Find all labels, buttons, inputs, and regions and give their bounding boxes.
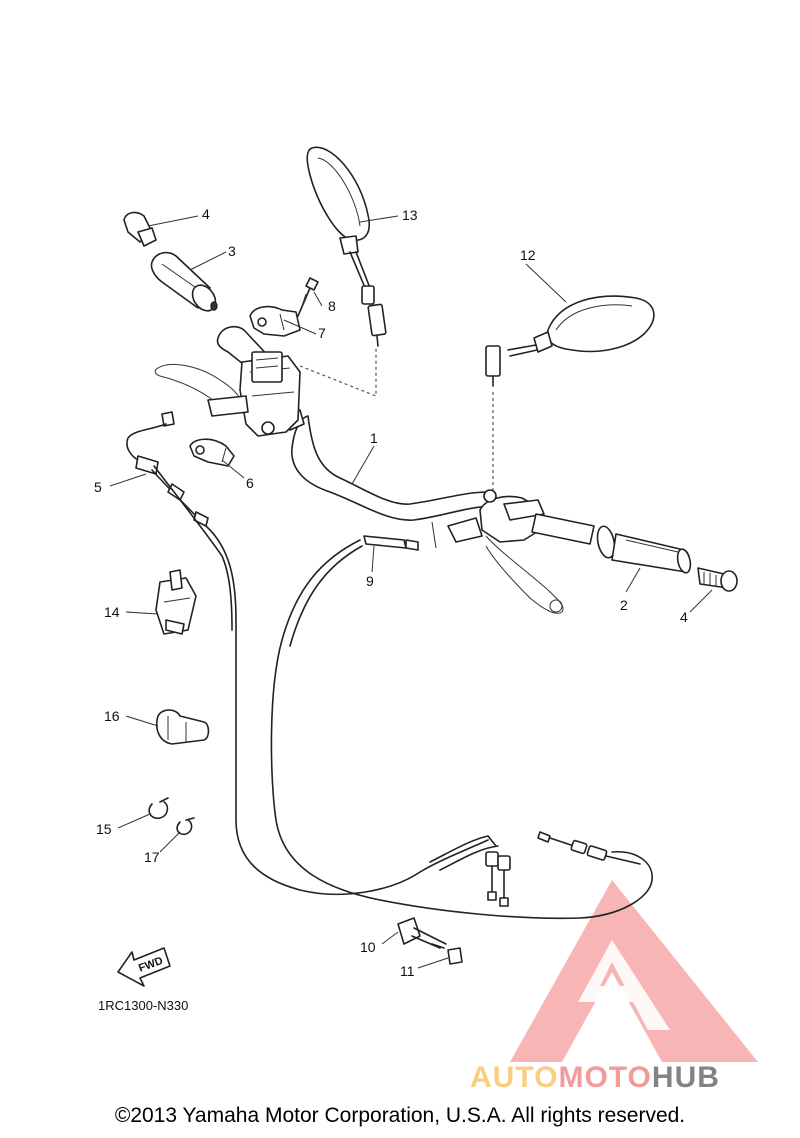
callout-4-right: 4 [680, 609, 688, 625]
right-brake-assembly [431, 489, 595, 614]
logo-word-auto: AUTO [470, 1061, 558, 1094]
callout-2: 2 [620, 597, 628, 613]
callout-15: 15 [96, 821, 112, 837]
part-15-clip [148, 797, 169, 820]
callout-8: 8 [328, 298, 336, 314]
callout-10: 10 [360, 939, 376, 955]
part-4-left-bar-end [123, 211, 157, 247]
logo-word-moto: MOTO [558, 1061, 651, 1094]
handlebar-cable-diagram: AUTOMOTOHUB [94, 146, 758, 1094]
part-11-bolt [431, 943, 463, 965]
callout-16: 16 [104, 708, 120, 724]
part-13-left-mirror [306, 146, 387, 347]
left-switch-assembly [154, 325, 377, 437]
part-5-clutch-cable [126, 411, 489, 896]
callout-12: 12 [520, 247, 536, 263]
copyright-notice: ©2013 Yamaha Motor Corporation, U.S.A. A… [114, 1104, 686, 1127]
callout-14: 14 [104, 604, 120, 620]
callout-1: 1 [370, 430, 378, 446]
part-17-clip [176, 817, 195, 836]
callout-11: 11 [400, 963, 415, 979]
part-3-left-grip [150, 251, 218, 312]
svg-text:AUTOMOTOHUB: AUTOMOTOHUB [470, 1061, 720, 1094]
part-8-bolt [297, 277, 319, 317]
callout-7: 7 [318, 325, 326, 341]
callout-numbers: 4 3 13 12 8 7 1 6 5 9 2 4 14 16 15 17 10… [94, 206, 688, 979]
callout-leaders [109, 215, 713, 969]
part-2-right-grip [596, 525, 692, 574]
part-12-right-mirror [485, 295, 655, 490]
callout-5: 5 [94, 479, 102, 495]
part-4-right-bar-end [697, 567, 738, 592]
part-1-handlebar [285, 409, 491, 521]
automotohub-logo: AUTOMOTOHUB [470, 880, 758, 1094]
part-9-throttle-cable [270, 535, 653, 920]
logo-word-hub: HUB [652, 1061, 720, 1094]
callout-9: 9 [366, 573, 374, 589]
part-6-holder [189, 438, 235, 467]
fwd-direction-arrow: FWD [117, 947, 171, 987]
callout-3: 3 [228, 243, 236, 259]
callout-4-left: 4 [202, 206, 210, 222]
part-7-holder [249, 305, 301, 337]
part-10-clamp [397, 917, 447, 949]
callout-13: 13 [402, 207, 418, 223]
callout-17: 17 [144, 849, 160, 865]
callout-6: 6 [246, 475, 254, 491]
throttle-cable-ends [429, 831, 641, 907]
part-16-clamp [156, 709, 210, 745]
diagram-code: 1RC1300-N330 [98, 998, 188, 1013]
part-14-cable-guide [155, 569, 197, 635]
